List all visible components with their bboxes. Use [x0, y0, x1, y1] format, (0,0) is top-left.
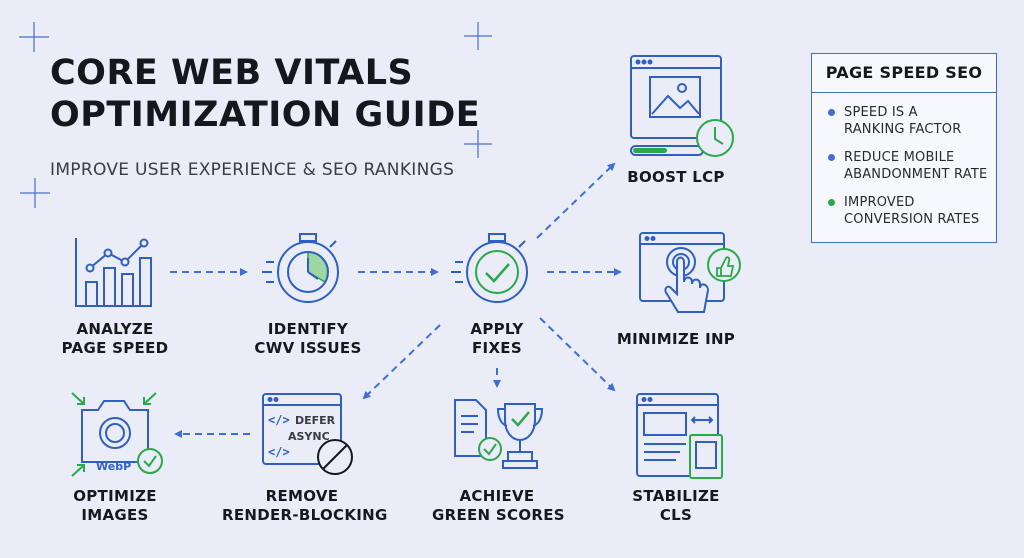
arrow-apply-cls [539, 317, 616, 392]
label-line: ANALYZE [76, 320, 154, 338]
label-line: RENDER-BLOCKING [222, 506, 388, 524]
step-images-label: OPTIMIZE IMAGES [50, 487, 180, 525]
flow-arrows [170, 162, 622, 438]
label-line: BOOST LCP [627, 168, 725, 186]
page-speed-seo-box: PAGE SPEED SEO SPEED IS A RANKING FACTOR… [811, 53, 997, 243]
box-item-line: RANKING FACTOR [844, 122, 962, 137]
step-apply-label: APPLY FIXES [432, 320, 562, 358]
box-item: SPEED IS A RANKING FACTOR [812, 104, 996, 138]
chart-icon [75, 238, 152, 307]
step-lcp-label: BOOST LCP [611, 168, 741, 187]
label-line: IDENTIFY [267, 320, 349, 338]
label-line: GREEN SCORES [432, 506, 565, 524]
label-line: CWV ISSUES [254, 339, 362, 357]
label-line: PAGE SPEED [61, 339, 169, 357]
trophy-icon [454, 399, 544, 469]
page-title: CORE WEB VITALS OPTIMIZATION GUIDE [50, 52, 480, 136]
code-tag-2: </> [268, 445, 290, 459]
box-item-line: REDUCE MOBILE [844, 150, 955, 165]
box-title: PAGE SPEED SEO [812, 54, 996, 93]
bullet-dot [828, 154, 835, 161]
step-achieve-label: ACHIEVE GREEN SCORES [432, 487, 565, 525]
async-text: ASYNC [288, 430, 330, 443]
code-window-icon [262, 393, 353, 475]
label-line: IMAGES [81, 506, 149, 524]
box-item: IMPROVED CONVERSION RATES [812, 194, 996, 228]
decorative-crosses [19, 22, 492, 208]
box-item-line: IMPROVED [844, 195, 915, 210]
box-item-line: ABANDONMENT RATE [844, 167, 988, 182]
label-line: REMOVE [265, 487, 339, 505]
webp-text: WebP [96, 460, 131, 473]
label-line: ACHIEVE [459, 487, 535, 505]
box-item-line: SPEED IS A [844, 105, 918, 120]
stopwatch-icon [262, 233, 339, 303]
label-line: APPLY [470, 320, 524, 338]
label-line: FIXES [472, 339, 522, 357]
title-line-2: OPTIMIZATION GUIDE [50, 95, 481, 135]
stopwatch-check-icon [451, 233, 528, 303]
label-line: CLS [659, 506, 693, 524]
title-line-1: CORE WEB VITALS [50, 53, 414, 93]
bullet-dot [828, 109, 835, 116]
arrow-apply-remove [362, 324, 441, 400]
step-remove-label: REMOVE RENDER-BLOCKING [222, 487, 388, 525]
browser-tap-icon [639, 232, 741, 313]
camera-icon [71, 392, 163, 477]
page-subtitle: IMPROVE USER EXPERIENCE & SEO RANKINGS [50, 160, 455, 180]
step-analyze-label: ANALYZE PAGE SPEED [50, 320, 180, 358]
code-tag-1: </> [268, 413, 290, 427]
label-line: OPTIMIZE [73, 487, 157, 505]
browser-image-clock-icon [630, 55, 734, 157]
label-line: MINIMIZE INP [616, 330, 736, 348]
step-inp-label: MINIMIZE INP [611, 330, 741, 349]
arrow-apply-lcp [536, 162, 616, 239]
layout-shift-icon [636, 393, 723, 479]
bullet-dot [828, 199, 835, 206]
label-line: STABILIZE [632, 487, 720, 505]
step-cls-label: STABILIZE CLS [611, 487, 741, 525]
box-item: REDUCE MOBILE ABANDONMENT RATE [812, 149, 996, 183]
box-item-line: CONVERSION RATES [844, 212, 980, 227]
defer-text: DEFER [295, 414, 336, 427]
step-identify-label: IDENTIFY CWV ISSUES [243, 320, 373, 358]
